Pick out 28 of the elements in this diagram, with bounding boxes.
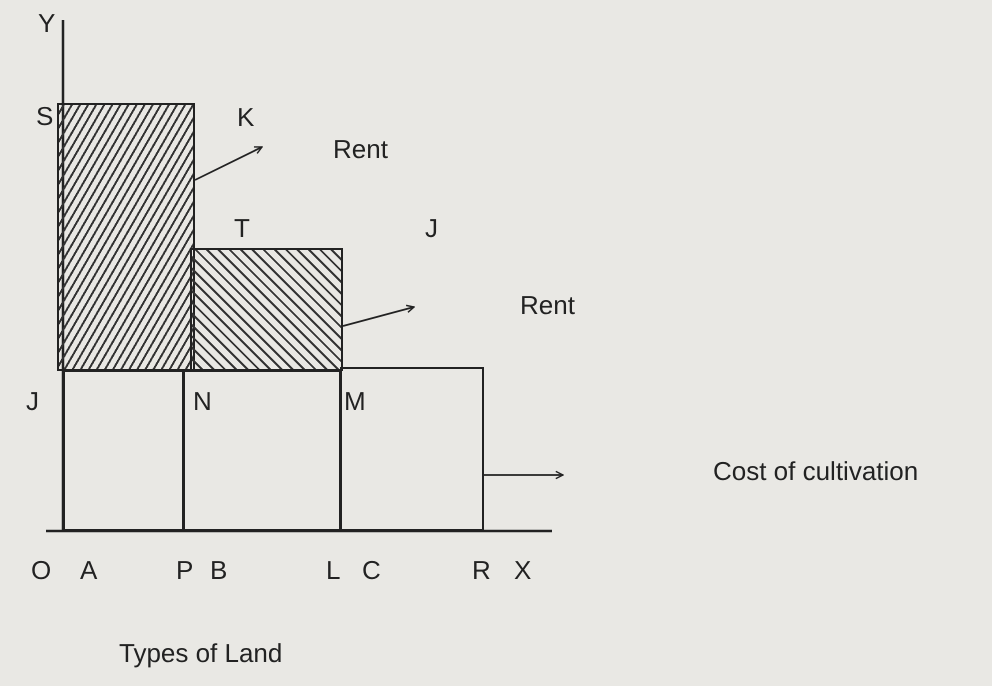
point-label: O [31, 557, 52, 583]
land-plot [183, 370, 341, 531]
point-label: X [514, 557, 532, 583]
axis-title: Types of Land [119, 640, 282, 666]
point-label: Y [38, 10, 56, 36]
land-plot [63, 370, 184, 531]
point-label: S [36, 103, 54, 129]
land-plot [340, 367, 484, 531]
point-label: C [362, 557, 381, 583]
area-label: Rent [333, 136, 388, 162]
rent-area [57, 103, 195, 371]
point-label: T [234, 215, 250, 241]
point-label: J [425, 215, 438, 241]
arrow [484, 470, 564, 480]
rent-area [190, 248, 343, 371]
arrow [194, 146, 263, 181]
point-label: K [237, 104, 254, 130]
point-label: P [176, 557, 194, 583]
point-label: R [472, 557, 491, 583]
point-label: L [326, 557, 340, 583]
point-label: N [193, 388, 212, 414]
point-label: B [210, 557, 228, 583]
point-label: M [344, 388, 366, 414]
area-label: Rent [520, 292, 575, 318]
point-label: A [80, 557, 98, 583]
area-label: Cost of cultivation [713, 458, 918, 484]
point-label: J [26, 388, 39, 414]
arrow [342, 304, 415, 327]
